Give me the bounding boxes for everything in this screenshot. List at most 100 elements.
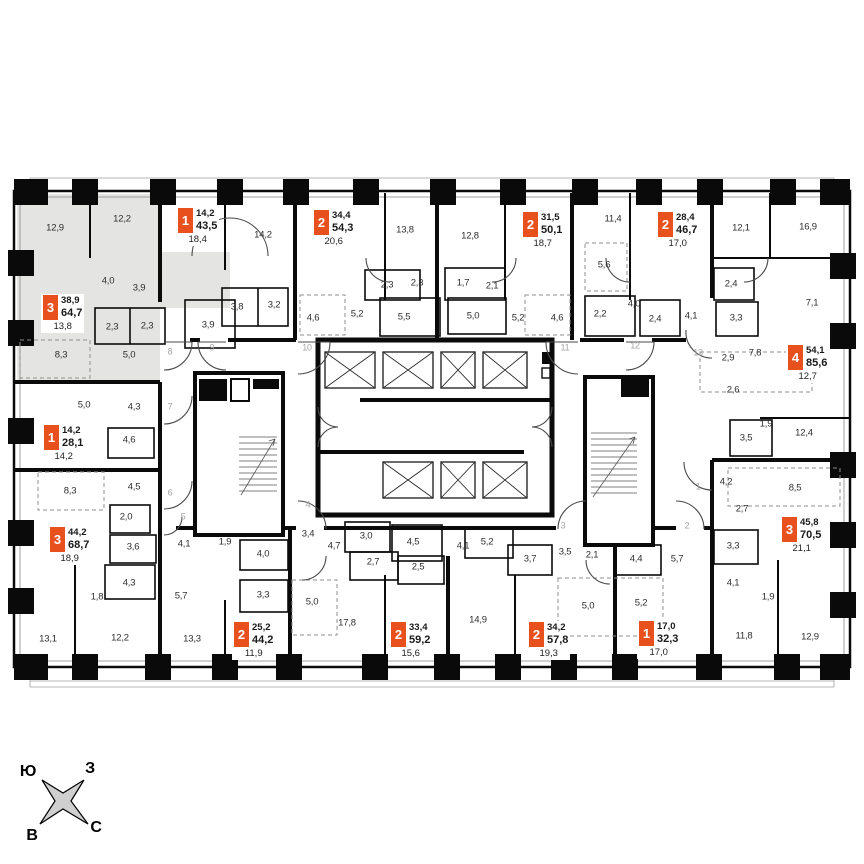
room-area-label: 4,3 (127, 401, 141, 413)
badge-room-count: 3 (43, 295, 58, 320)
room-area-label: 2,1 (485, 280, 499, 292)
room-area-label: 4,1 (456, 540, 470, 552)
badge-room-count: 1 (178, 208, 193, 233)
room-area-label: 2,3 (380, 279, 394, 291)
badge-living-area: 25,2 (252, 622, 271, 634)
room-area-label: 1,8 (90, 591, 104, 603)
room-area-label: 4,2 (719, 476, 733, 488)
room-area-label: 2,0 (119, 511, 133, 523)
compass-point-label: С (90, 819, 102, 836)
room-area-label: 1,9 (759, 418, 773, 430)
badge-total-area: 64,7 (61, 306, 83, 319)
badge-total-area: 57,8 (547, 633, 569, 646)
badge-living-area: 54,1 (806, 345, 825, 357)
badge-room-area: 13,8 (53, 321, 72, 332)
room-area-label: 3,5 (739, 432, 753, 444)
room-area-label: 3,3 (256, 589, 270, 601)
badge-room-area: 17,0 (668, 238, 687, 249)
room-area-label: 2,9 (721, 352, 735, 364)
badge-total-area: 54,3 (332, 221, 354, 234)
room-area-label: 1,9 (218, 536, 232, 548)
room-area-label: 3,3 (729, 312, 743, 324)
badge-living-area: 14,2 (62, 425, 81, 437)
room-area-label: 4,1 (726, 577, 740, 589)
compass-rose (39, 779, 89, 825)
room-area-label: 2,4 (724, 278, 738, 290)
kitchen-zones (19, 242, 841, 637)
corridor-number: 6 (167, 487, 173, 498)
room-area-label: 5,0 (466, 310, 480, 322)
corridor-number: 13 (693, 347, 703, 358)
badge-room-area: 12,7 (798, 371, 817, 382)
room-area-label: 4,7 (327, 540, 341, 552)
room-area-label: 5,5 (397, 311, 411, 323)
room-area-label: 4,6 (122, 434, 136, 446)
badge-room-area: 15,6 (401, 648, 420, 659)
compass-point-label: Ю (19, 763, 37, 780)
room-area-label: 17,8 (338, 617, 356, 629)
room-area-label: 5,0 (122, 349, 136, 361)
corridor-number: 4 (305, 499, 311, 510)
corridor-number: 8 (167, 346, 173, 357)
badge-living-area: 38,9 (61, 295, 80, 307)
room-area-label: 12,8 (461, 230, 479, 242)
badge-living-area: 17,0 (657, 621, 676, 633)
badge-living-area: 34,4 (332, 210, 351, 222)
door-arcs (163, 217, 769, 585)
room-area-label: 14,9 (469, 614, 487, 626)
bathroom-walls (94, 267, 773, 613)
badge-room-count: 3 (50, 527, 65, 552)
badge-total-area: 50,1 (541, 223, 563, 236)
badge-living-area: 33,4 (409, 622, 428, 634)
corridor-number: 3 (560, 520, 566, 531)
room-area-label: 3,9 (201, 319, 215, 331)
badge-room-area: 21,1 (792, 543, 811, 554)
room-area-label: 2,5 (411, 561, 425, 573)
badge-living-area: 34,2 (547, 622, 566, 634)
room-area-label: 2,3 (410, 277, 424, 289)
room-area-label: 2,7 (366, 556, 380, 568)
room-area-label: 5,7 (670, 553, 684, 565)
corridor-number: 10 (302, 342, 312, 353)
badge-room-count: 2 (391, 622, 406, 647)
room-area-label: 3,4 (301, 528, 315, 540)
badge-living-area: 14,2 (196, 208, 215, 220)
room-area-label: 2,4 (648, 313, 662, 325)
room-area-label: 2,3 (140, 320, 154, 332)
badge-total-area: 28,1 (62, 436, 84, 449)
room-area-label: 16,9 (799, 221, 817, 233)
badge-room-count: 2 (658, 212, 673, 237)
room-area-label: 5,6 (597, 259, 611, 271)
highlighted-apartment-area (17, 194, 230, 382)
elevator-core (315, 337, 555, 518)
room-area-label: 12,4 (795, 427, 813, 439)
room-area-label: 4,6 (550, 312, 564, 324)
room-area-label: 3,7 (523, 553, 537, 565)
room-area-label: 4,1 (177, 538, 191, 550)
room-area-label: 8,3 (63, 485, 77, 497)
badge-total-area: 85,6 (806, 356, 828, 369)
room-area-label: 3,3 (726, 540, 740, 552)
corridor-number: 5 (180, 511, 186, 522)
badge-room-area: 18,9 (60, 553, 79, 564)
structural-columns (8, 179, 856, 680)
badge-total-area: 46,7 (676, 223, 698, 236)
badge-room-count: 2 (314, 210, 329, 235)
room-area-label: 7,8 (748, 347, 762, 359)
badge-living-area: 45,8 (800, 517, 819, 529)
room-area-label: 12,9 (801, 631, 819, 643)
